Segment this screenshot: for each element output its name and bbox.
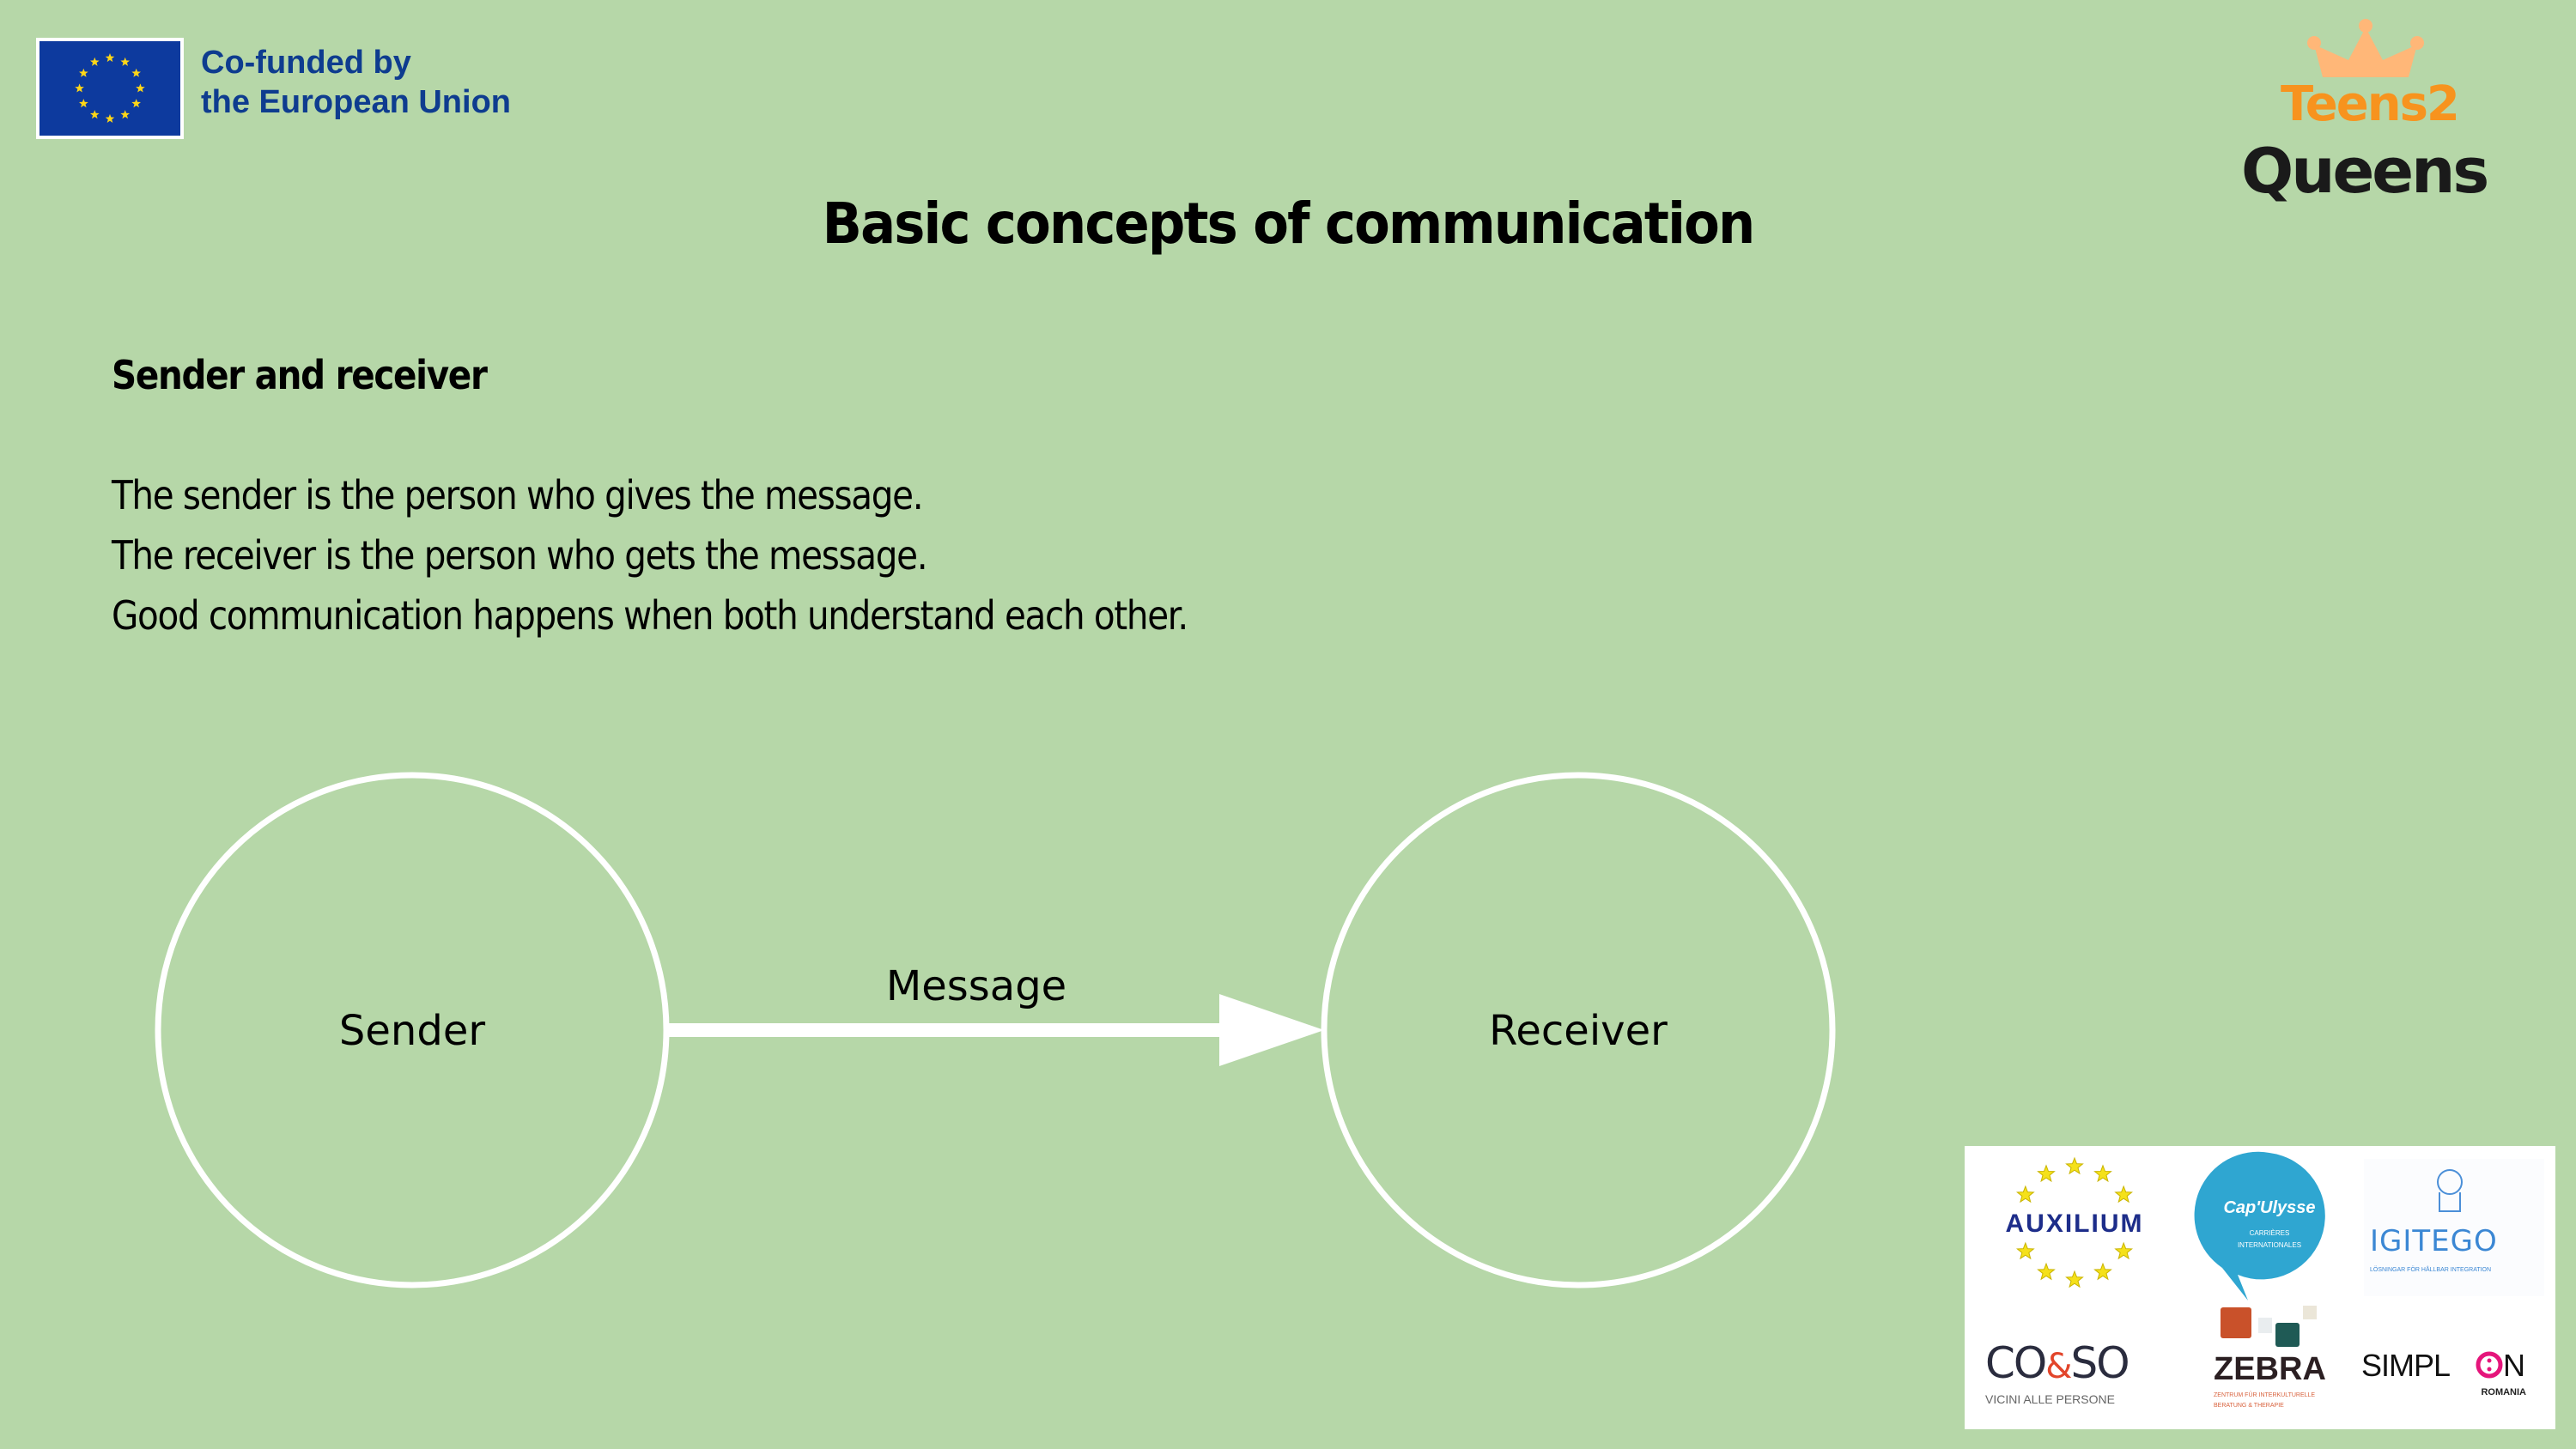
eu-funding-text: Co-funded by the European Union xyxy=(201,43,511,122)
slide-title: Basic concepts of communication xyxy=(822,191,1756,257)
auxilium-star-icon xyxy=(2065,1270,2084,1288)
eu-star-icon xyxy=(120,110,131,119)
auxilium-star-icon xyxy=(2037,1262,2056,1281)
eu-star-icon xyxy=(78,99,88,108)
coso-name-a: CO xyxy=(1985,1338,2045,1388)
receiver-label: Receiver xyxy=(1489,1007,1668,1055)
svg-text:CO&SO: CO&SO xyxy=(1985,1338,2129,1388)
auxilium-star-icon xyxy=(2015,1185,2035,1203)
auxilium-name: AUXILIUM xyxy=(2006,1210,2144,1238)
message-label: Message xyxy=(886,962,1066,1010)
capulysse-tagline-1: CARRIÈRES xyxy=(2250,1229,2290,1237)
capulysse-logo: Cap'Ulysse CARRIÈRES INTERNATIONALES xyxy=(2194,1151,2325,1300)
eu-flag-logo xyxy=(36,38,184,139)
eu-star-icon xyxy=(75,83,84,93)
coso-amp: & xyxy=(2045,1347,2071,1386)
zebra-logo: ZEBRA ZENTRUM FÜR INTERKULTURELLE BERATU… xyxy=(2214,1306,2326,1409)
capulysse-name: Cap'Ulysse xyxy=(2223,1198,2315,1217)
eu-star-icon xyxy=(89,110,100,119)
simplon-name-end: N xyxy=(2503,1348,2525,1383)
zebra-tagline-2: BERATUNG & THERAPIE xyxy=(2214,1403,2284,1409)
coso-tagline: VICINI ALLE PERSONE xyxy=(1985,1392,2115,1406)
auxilium-logo: AUXILIUM xyxy=(2006,1156,2144,1288)
igitego-logo: IGITEGO LÖSNINGAR FÖR HÅLLBAR INTEGRATIO… xyxy=(2364,1159,2544,1296)
eu-funding-line-2: the European Union xyxy=(201,84,511,120)
simplon-tagline: ROMANIA xyxy=(2481,1387,2526,1397)
crown-icon xyxy=(2307,19,2424,77)
zebra-name: ZEBRA xyxy=(2214,1351,2326,1387)
svg-text:Teens2: Teens2 xyxy=(2281,76,2458,132)
logo-queens: Queens xyxy=(2241,135,2487,207)
eu-star-icon xyxy=(120,57,131,66)
auxilium-star-icon xyxy=(2093,1164,2112,1183)
eu-star-icon xyxy=(89,57,100,66)
auxilium-star-icon xyxy=(2114,1241,2134,1260)
auxilium-star-icon xyxy=(2114,1185,2134,1203)
body-line-communication: Good communication happens when both und… xyxy=(112,592,1188,639)
simplon-logo: SIMPL N ROMANIA xyxy=(2361,1348,2526,1397)
eu-funding-line-1: Co-funded by xyxy=(201,45,411,81)
igitego-name: IGITEGO xyxy=(2370,1224,2498,1258)
partner-logos: AUXILIUM Cap'Ulysse CARRIÈRES INTERNATIO… xyxy=(1965,1146,2555,1429)
eu-star-icon xyxy=(105,113,115,123)
eu-star-icon xyxy=(131,99,142,108)
eu-star-icon xyxy=(78,68,88,77)
section-heading: Sender and receiver xyxy=(112,352,488,398)
coso-name-b: SO xyxy=(2070,1338,2128,1388)
body-line-sender: The sender is the person who gives the m… xyxy=(112,472,924,518)
sender-label: Sender xyxy=(339,1007,485,1055)
auxilium-star-icon xyxy=(2093,1262,2112,1281)
eu-star-icon xyxy=(131,68,142,77)
auxilium-star-icon xyxy=(2037,1164,2056,1183)
logo-teens-t: Teens xyxy=(2281,76,2427,132)
eu-stars-icon xyxy=(75,52,145,123)
communication-diagram: Sender Receiver Message xyxy=(0,755,1889,1305)
message-arrow xyxy=(668,994,1324,1066)
body-line-receiver: The receiver is the person who gets the … xyxy=(112,532,928,579)
simplon-name: SIMPL xyxy=(2361,1348,2450,1383)
igitego-tagline: LÖSNINGAR FÖR HÅLLBAR INTEGRATION xyxy=(2370,1265,2491,1273)
coso-logo: CO&SO VICINI ALLE PERSONE xyxy=(1985,1338,2130,1406)
eu-star-icon xyxy=(136,83,145,93)
eu-star-icon xyxy=(105,52,115,63)
auxilium-star-icon xyxy=(2015,1241,2035,1260)
auxilium-star-icon xyxy=(2065,1156,2084,1175)
zebra-tagline-1: ZENTRUM FÜR INTERKULTURELLE xyxy=(2214,1391,2315,1398)
capulysse-tagline-2: INTERNATIONALES xyxy=(2238,1241,2301,1249)
sender-node xyxy=(155,772,670,1288)
teens2queens-logo: Teens2 Queens xyxy=(2224,9,2542,215)
logo-two: 2 xyxy=(2427,76,2458,132)
